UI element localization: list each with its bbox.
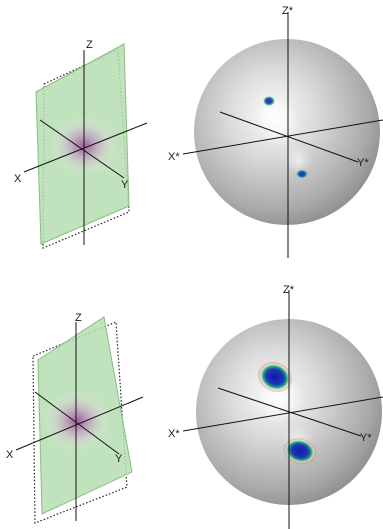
peak-spot [296,170,308,179]
y-label: Y* [357,157,369,169]
plane-panel-top: Z X Y [14,39,147,248]
y-label: Y [115,453,123,465]
x-label: X [14,173,22,185]
sphere-panel-bottom: Z* X* Y* [168,284,383,529]
z-label: Z* [282,5,294,17]
z-label: Z* [283,284,295,296]
x-label: X* [168,428,180,440]
plane-panel-bottom: Z X Y [6,312,143,523]
y-label: Y* [360,432,372,444]
z-label: Z [86,39,93,51]
peak-spot [263,96,275,106]
z-label: Z [75,312,82,324]
y-label: Y [121,179,129,191]
x-label: X* [168,151,180,163]
x-label: X [6,449,14,461]
density-blob [43,390,111,452]
sphere-panel-top: Z* X* Y* [168,5,383,258]
